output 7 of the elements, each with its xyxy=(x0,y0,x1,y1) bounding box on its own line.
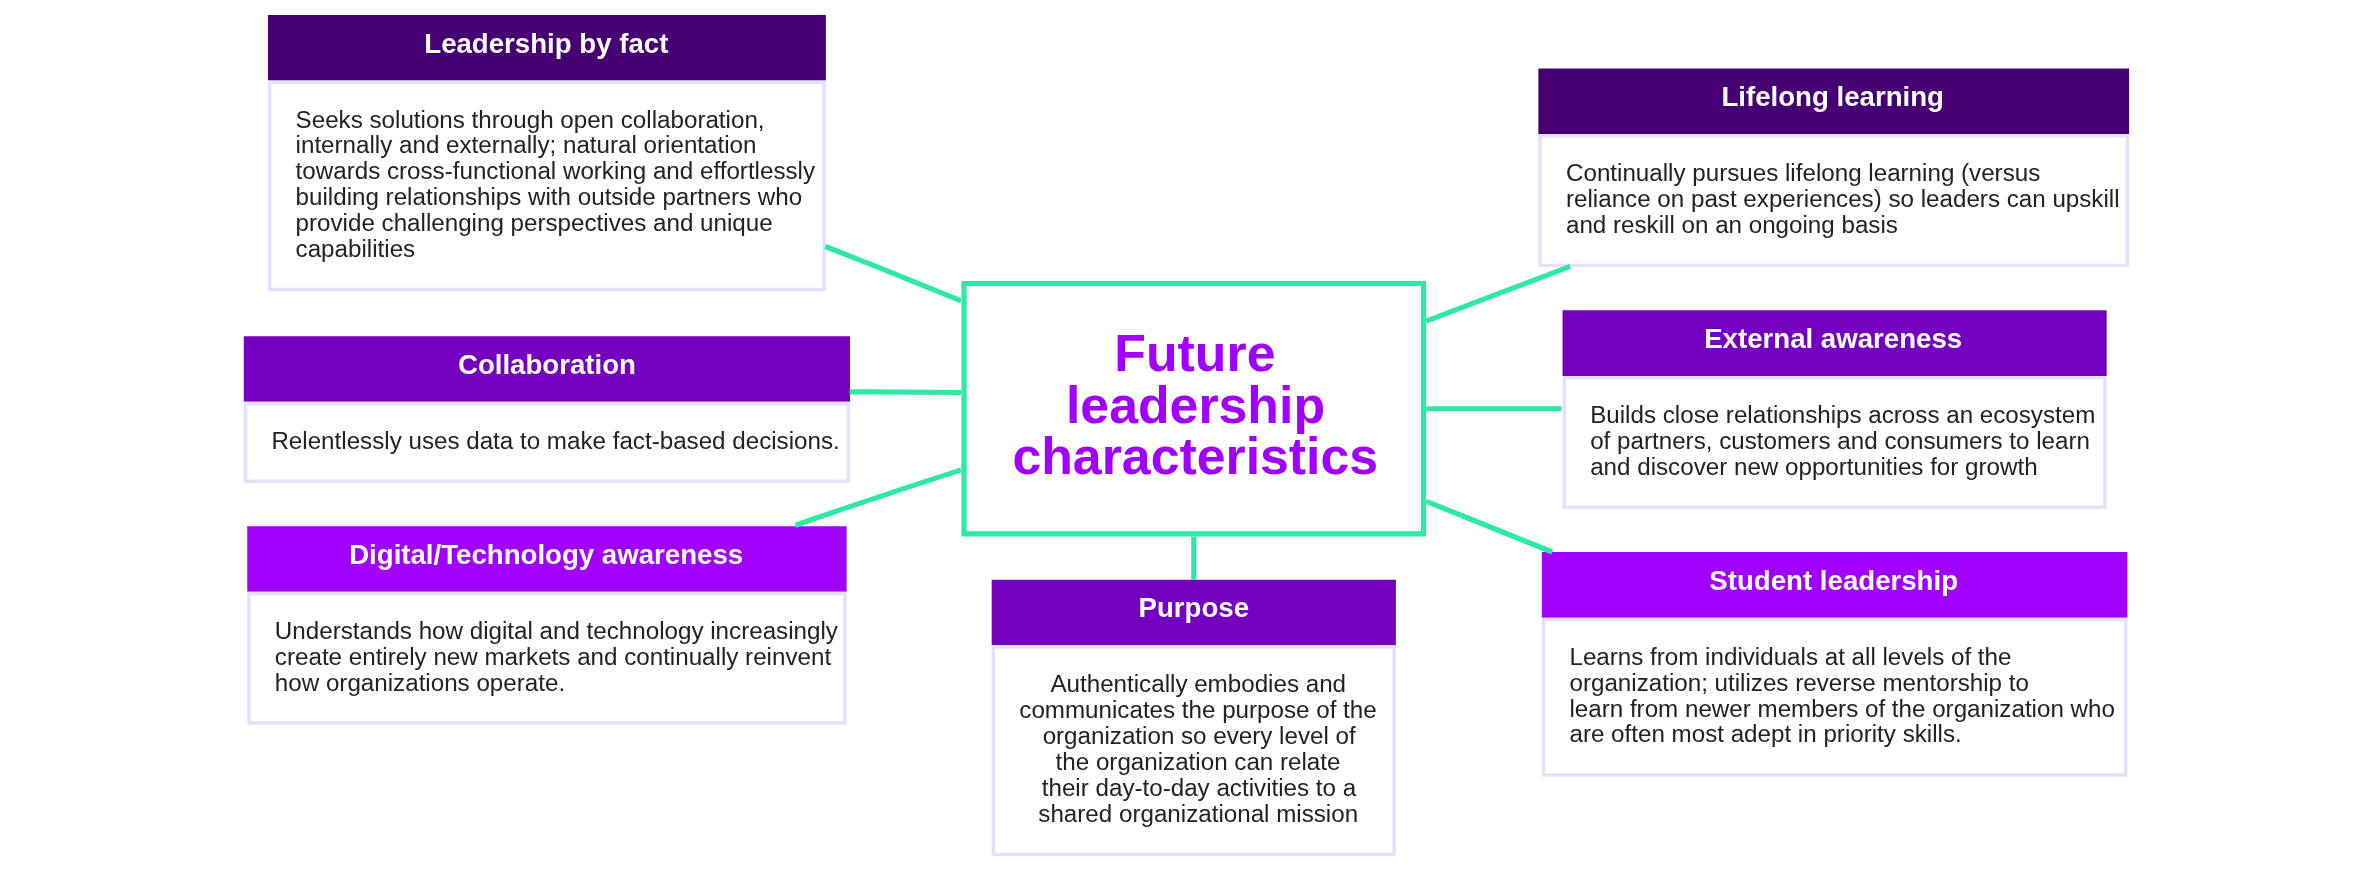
connector xyxy=(824,244,963,304)
connector xyxy=(1426,406,1562,412)
connector xyxy=(1191,536,1197,580)
connector xyxy=(1425,498,1554,555)
connector xyxy=(794,467,962,528)
node-box: Future leadership characteristics xyxy=(961,280,1427,537)
connector xyxy=(1425,263,1572,324)
